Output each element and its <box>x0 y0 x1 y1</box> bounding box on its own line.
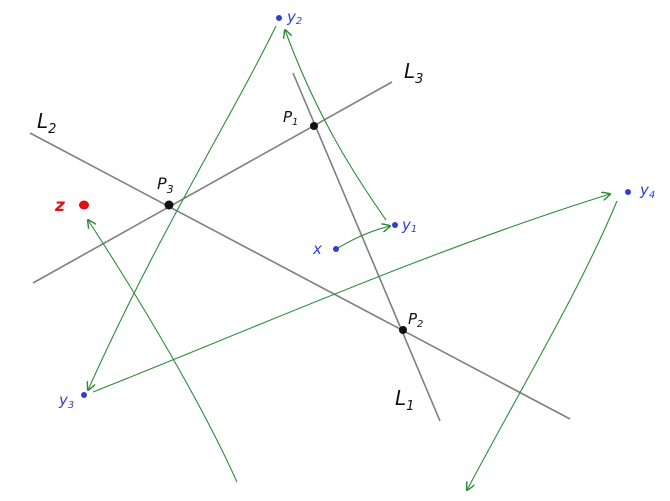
intersection-P1-dot <box>310 122 318 130</box>
point-z-dot <box>79 200 89 210</box>
label-y1: y1 <box>401 216 417 235</box>
intersection-P2-dot <box>399 326 407 334</box>
intersection-labels-group: P1 P2 P3 <box>157 108 423 330</box>
label-y3-sub: 3 <box>68 400 74 411</box>
label-P2-sub: 2 <box>417 319 423 330</box>
label-L3-sub: 3 <box>415 72 423 87</box>
label-L1: L1 <box>395 386 414 414</box>
label-z-main: z <box>54 196 65 216</box>
label-P1-sub: 1 <box>292 117 298 128</box>
lines-group <box>29 72 571 422</box>
label-P3: P3 <box>157 174 174 196</box>
paths-group <box>88 25 618 490</box>
label-y2: y2 <box>286 8 302 27</box>
label-P3-main: P <box>157 174 167 193</box>
label-y3: y3 <box>58 391 74 411</box>
label-y1-main: y <box>401 216 412 234</box>
point-y4-dot <box>625 189 631 195</box>
path-y4-down <box>467 200 618 490</box>
intersection-P3-dot <box>164 200 174 210</box>
point-y1-dot <box>392 222 398 228</box>
label-y2-sub: 2 <box>296 16 302 27</box>
label-P1: P1 <box>283 108 298 128</box>
point-y2-dot <box>276 15 282 21</box>
line-L3 <box>32 81 393 284</box>
line-L2 <box>29 132 571 420</box>
label-L3-main: L <box>404 59 415 83</box>
points-group <box>79 15 631 398</box>
point-y3-dot <box>81 392 87 398</box>
label-L1-main: L <box>395 386 406 410</box>
label-P2: P2 <box>408 310 423 330</box>
label-y2-main: y <box>286 8 297 26</box>
path-y2-to-y3 <box>88 25 277 390</box>
label-y4-main: y <box>639 181 650 199</box>
line-labels-group: L1 L2 L3 <box>37 59 423 414</box>
label-P3-sub: 3 <box>167 183 174 196</box>
label-y3-main: y <box>58 391 69 409</box>
label-y4: y4 <box>639 181 655 201</box>
label-L2-main: L <box>37 109 48 133</box>
label-L2-sub: 2 <box>48 122 56 137</box>
label-y4-sub: 4 <box>649 190 655 201</box>
label-P2-main: P <box>408 310 418 328</box>
intersections-group <box>164 122 407 334</box>
label-L1-sub: 1 <box>406 399 414 414</box>
path-y1-to-y2 <box>285 30 387 221</box>
line-L1 <box>292 72 441 422</box>
label-L3: L3 <box>404 59 423 87</box>
label-L2: L2 <box>37 109 56 137</box>
label-x-main: x <box>312 240 322 258</box>
point-labels-group: x y1 y2 y3 y4 z <box>54 8 655 411</box>
path-x-to-y1 <box>335 226 390 250</box>
path-y3-to-y4 <box>92 194 610 393</box>
path-bottom-to-z <box>88 220 238 483</box>
label-z: z <box>54 196 65 216</box>
point-x-dot <box>333 246 339 252</box>
label-P1-main: P <box>283 108 293 126</box>
label-y1-sub: 1 <box>411 224 417 235</box>
label-x: x <box>312 240 322 258</box>
